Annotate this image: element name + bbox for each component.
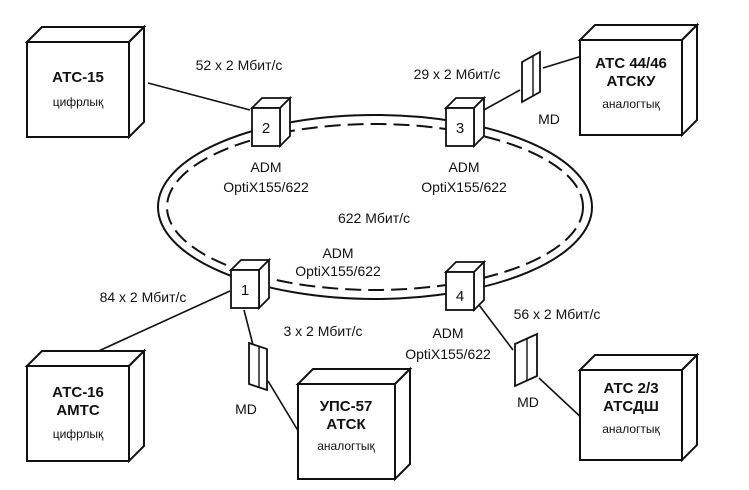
- link-atc15-adm2: [147, 82, 251, 111]
- exchange-atc23: АТС 2/3 АТСДШ аналогтық: [577, 352, 700, 463]
- link-label: 84 x 2 Мбит/с: [100, 289, 187, 305]
- md-device-top: MD: [521, 50, 560, 127]
- adm-label: ADM: [322, 245, 353, 261]
- adm-node-4: 4: [443, 259, 487, 313]
- exchange-type: аналогтық: [602, 97, 660, 111]
- node-number: 1: [241, 282, 249, 299]
- ring-capacity: 622 Мбит/с: [338, 210, 410, 226]
- node-number: 4: [456, 288, 464, 305]
- exchange-type: цифрлық: [53, 427, 104, 441]
- node-number: 2: [262, 120, 270, 137]
- md-label: MD: [235, 401, 257, 417]
- link-label: 52 x 2 Мбит/с: [196, 57, 283, 73]
- adm-model: OptiX155/622: [295, 263, 381, 279]
- link-adm3-md: [481, 89, 521, 112]
- md-device-left: MD: [235, 341, 268, 417]
- link-labels: 52 x 2 Мбит/с 29 x 2 Мбит/с 84 x 2 Мбит/…: [100, 57, 601, 339]
- adm-labels: ADM OptiX155/622 ADM OptiX155/622 ADM Op…: [223, 159, 507, 362]
- exchange-atc15: АТС-15 цифрлық: [24, 24, 147, 140]
- link-md-atc23: [538, 377, 586, 422]
- exchange-name: АТС 2/3: [603, 380, 658, 397]
- adm-label: ADM: [250, 159, 281, 175]
- md-device-right: MD: [514, 332, 539, 410]
- exchange-atc16: АТС-16 АМТС цифрлық: [24, 348, 147, 464]
- link-md-atc44: [542, 55, 583, 69]
- adm-node-1: 1: [228, 257, 272, 311]
- link-label: 3 x 2 Мбит/с: [283, 323, 362, 339]
- exchange-name: УПС-57: [320, 398, 373, 415]
- md-label: MD: [538, 111, 560, 127]
- exchange-ups57: УПС-57 АТСК аналогтық: [295, 366, 413, 482]
- adm-label: ADM: [432, 325, 463, 341]
- adm-label: ADM: [448, 159, 479, 175]
- optical-ring: [157, 114, 593, 300]
- link-md-ups57: [267, 380, 301, 435]
- link-label: 29 x 2 Мбит/с: [414, 66, 501, 82]
- adm-model: OptiX155/622: [421, 179, 507, 195]
- exchange-subname: АМТС: [56, 402, 99, 419]
- link-label: 56 x 2 Мбит/с: [514, 306, 601, 322]
- exchange-subname: АТСК: [326, 416, 366, 433]
- adm-node-3: 3: [443, 95, 487, 149]
- exchange-name: АТС 44/46: [595, 55, 667, 72]
- exchange-subname: АТСКУ: [607, 73, 657, 90]
- adm-node-2: 2: [249, 95, 293, 149]
- exchange-type: аналогтық: [317, 439, 375, 453]
- adm-model: OptiX155/622: [223, 179, 309, 195]
- md-label: MD: [517, 394, 539, 410]
- exchange-name: АТС-16: [52, 384, 104, 401]
- exchange-name: АТС-15: [52, 69, 104, 86]
- exchange-subname: АТСДШ: [603, 398, 659, 415]
- link-adm4-md: [478, 304, 514, 351]
- node-number: 3: [456, 120, 464, 137]
- links: [91, 55, 586, 435]
- exchange-type: аналогтық: [602, 422, 660, 436]
- link-adm1-atc16: [91, 290, 231, 355]
- adm-model: OptiX155/622: [405, 346, 491, 362]
- exchange-type: цифрлық: [53, 95, 104, 109]
- link-adm1-md: [243, 309, 254, 346]
- exchange-atc44: АТС 44/46 АТСКУ аналогтық: [577, 22, 700, 138]
